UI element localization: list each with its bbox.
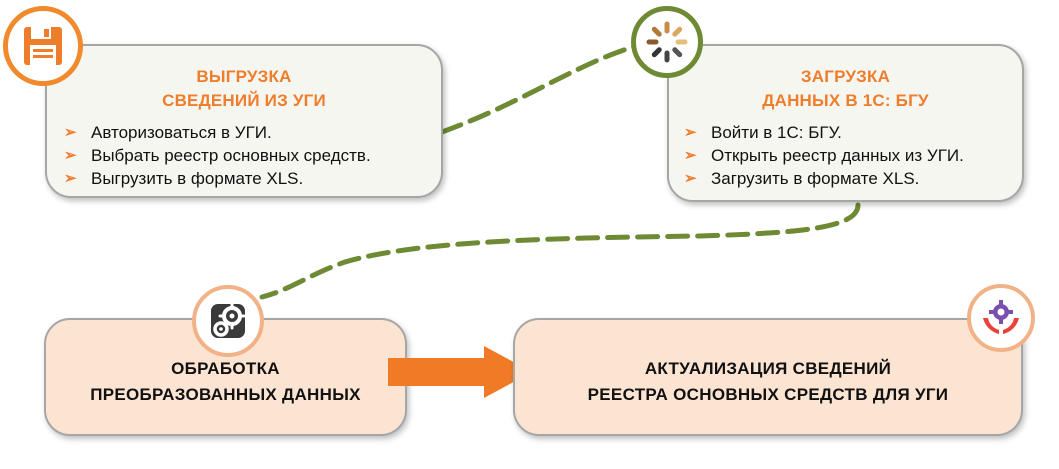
list-item: ➢Открыть реестр данных из УГИ.: [684, 146, 964, 165]
step-import-list: ➢Войти в 1С: БГУ. ➢Открыть реестр данных…: [684, 121, 964, 190]
flow-arrow-icon: [388, 346, 532, 398]
hands-gear-icon: [967, 284, 1035, 352]
list-item: ➢Авторизоваться в УГИ.: [64, 123, 272, 142]
step-import-title: ЗАГРУЗКА ДАННЫХ В 1С: БГУ: [762, 67, 929, 110]
step-update-card: АКТУАЛИЗАЦИЯ СВЕДЕНИЙ РЕЕСТРА ОСНОВНЫХ С…: [513, 318, 1023, 436]
step-import-card: ЗАГРУЗКА ДАННЫХ В 1С: БГУ ➢Войти в 1С: Б…: [667, 44, 1024, 202]
step-export-card: ВЫГРУЗКА СВЕДЕНИЙ ИЗ УГИ ➢Авторизоваться…: [45, 44, 443, 198]
bullet-arrow-icon: ➢: [64, 147, 77, 164]
list-item: ➢Загрузить в формате XLS.: [684, 169, 920, 188]
step-update-title: АКТУАЛИЗАЦИЯ СВЕДЕНИЙ РЕЕСТРА ОСНОВНЫХ С…: [587, 359, 949, 404]
step-export-list: ➢Авторизоваться в УГИ. ➢Выбрать реестр о…: [64, 121, 371, 190]
gears-icon: [192, 285, 264, 357]
bullet-arrow-icon: ➢: [684, 170, 697, 187]
bullet-arrow-icon: ➢: [64, 124, 77, 141]
loading-spinner-icon: [631, 6, 703, 78]
bullet-arrow-icon: ➢: [64, 170, 77, 187]
connector-import-to-process: [259, 202, 861, 300]
list-item: ➢Выгрузить в формате XLS.: [64, 169, 304, 188]
bullet-arrow-icon: ➢: [684, 124, 697, 141]
list-item: ➢Выбрать реестр основных средств.: [64, 146, 371, 165]
list-item: ➢Войти в 1С: БГУ.: [684, 123, 842, 142]
floppy-disk-icon: [3, 6, 83, 86]
connector-export-to-import: [439, 39, 653, 135]
step-process-title: ОБРАБОТКА ПРЕОБРАЗОВАННЫХ ДАННЫХ: [90, 359, 361, 404]
step-export-title: ВЫГРУЗКА СВЕДЕНИЙ ИЗ УГИ: [162, 67, 326, 110]
bullet-arrow-icon: ➢: [684, 147, 697, 164]
